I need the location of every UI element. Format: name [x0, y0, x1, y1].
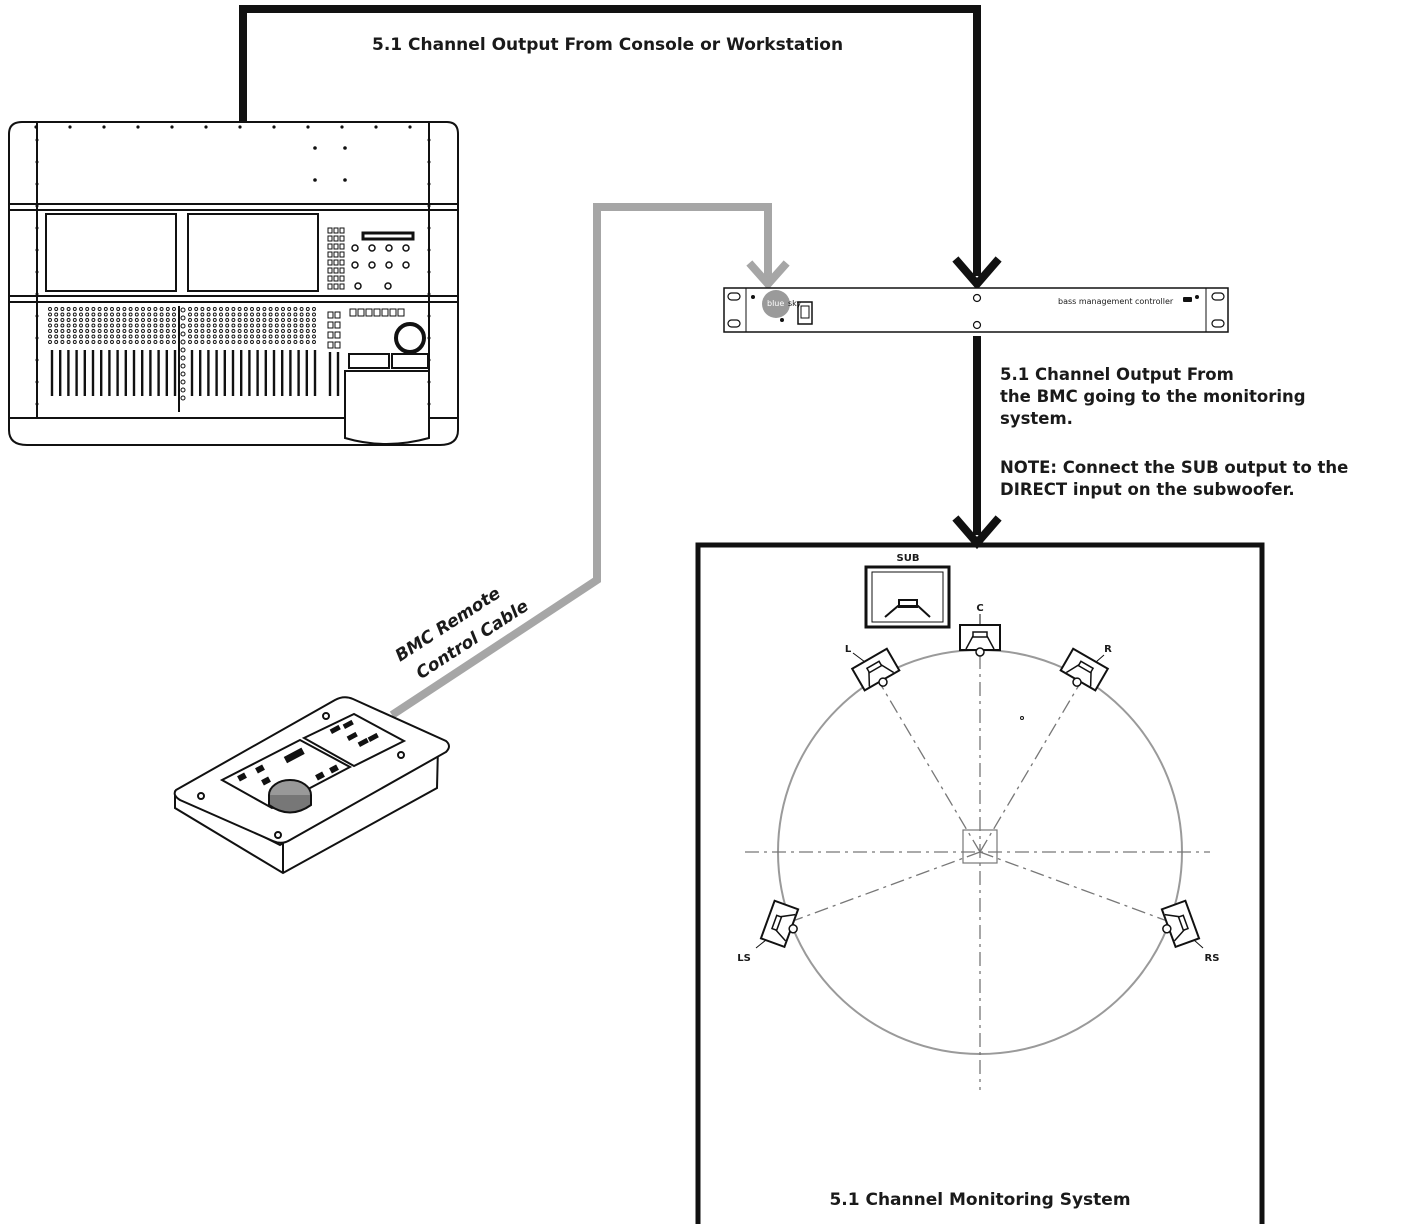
remote-cable-arrow — [746, 260, 790, 291]
note-label-1: NOTE: Connect the SUB output to the — [1000, 458, 1348, 477]
speaker-center — [959, 614, 1001, 657]
speaker-left — [850, 647, 901, 692]
console-buttons — [48, 227, 410, 401]
product-name: bass management controller — [1058, 297, 1174, 306]
bmc-output-label-1: 5.1 Channel Output From — [1000, 365, 1234, 384]
console-output-cable — [239, 5, 981, 276]
right-label: R — [1104, 644, 1112, 655]
remote-buttons — [237, 719, 379, 786]
console-faders — [50, 350, 340, 396]
console-rivets — [34, 125, 431, 406]
monitoring-system-box — [695, 542, 1265, 1224]
subwoofer — [864, 565, 951, 629]
listener-position — [962, 829, 998, 864]
left-label: L — [845, 644, 852, 655]
bluesky-logo — [762, 290, 790, 318]
brand-right: sky — [788, 299, 802, 308]
bmc-rack-unit: blue sky bass management controller — [723, 287, 1229, 333]
center-label: C — [976, 603, 983, 614]
speaker-left-surround — [759, 899, 800, 949]
sub-label: SUB — [897, 553, 920, 564]
power-switch — [797, 301, 813, 325]
brand-left: blue — [767, 299, 784, 308]
speaker-axis-lines — [745, 655, 1210, 1090]
right-surround-label: RS — [1205, 953, 1220, 964]
console-cable-arrow — [952, 256, 1002, 291]
bmc-output-label-3: system. — [1000, 409, 1073, 428]
note-label-2: DIRECT input on the subwoofer. — [1000, 480, 1295, 499]
remote-control-cable — [389, 203, 772, 719]
monitoring-system-label: 5.1 Channel Monitoring System — [829, 1190, 1130, 1210]
speaker-right — [1059, 647, 1110, 692]
speaker-right-surround — [1160, 899, 1201, 949]
bmc-output-label-2: the BMC going to the monitoring — [1000, 387, 1306, 406]
bmc-remote-controller — [173, 696, 450, 875]
top-cable-label: 5.1 Channel Output From Console or Works… — [372, 35, 843, 55]
mixing-console — [8, 121, 459, 446]
left-surround-label: LS — [737, 953, 751, 964]
